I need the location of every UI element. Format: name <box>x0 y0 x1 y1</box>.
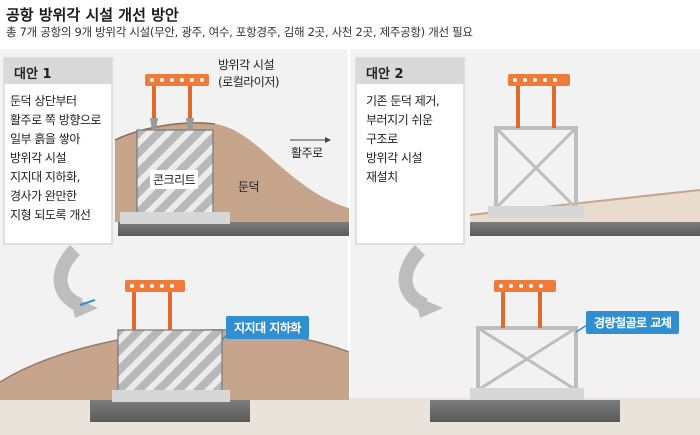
option1-description: 둔덕 상단부터 활주로 쪽 방향으로 일부 흙을 쌓아 방위각 시설 지지대 지… <box>10 92 101 225</box>
mound-label: 둔덕 <box>238 180 260 194</box>
option1-desc-line: 둔덕 상단부터 <box>10 94 77 108</box>
option2-desc-line: 재설치 <box>366 170 398 184</box>
option1-tag: 대안 1 <box>14 67 52 82</box>
option2-desc-line: 구조로 <box>366 132 398 146</box>
option2-top-scene <box>469 74 700 236</box>
option2-callout: 경량철골로 교체 <box>586 311 680 334</box>
option1-desc-line: 지지대 지하화, <box>10 170 80 184</box>
facility-label-line: (로컬라이저) <box>218 75 280 89</box>
concrete-label: 콘크리트 <box>150 170 199 189</box>
option1-text-box <box>3 57 113 245</box>
localizer-antenna-array-option2 <box>508 74 570 86</box>
option1-desc-line: 일부 흙을 쌓아 <box>10 132 80 146</box>
option1-desc-line: 지형 되도록 개선 <box>10 208 91 222</box>
ground-slab <box>118 222 349 236</box>
ground-slab-bottom <box>90 400 250 422</box>
option2-desc-line: 부러지기 쉬운 <box>366 113 433 127</box>
option2-tag: 대안 2 <box>366 67 404 82</box>
runway-label: 활주로 <box>291 146 323 160</box>
localizer-antenna-array <box>145 74 209 86</box>
option2-desc-line: 방위각 시설 <box>366 151 423 165</box>
concrete-block-buried <box>117 329 223 394</box>
footing <box>120 212 230 224</box>
localizer-leg-right <box>188 86 192 130</box>
option1-desc-line: 활주로 쪽 방향으로 <box>10 113 101 127</box>
localizer-leg-left <box>152 86 156 130</box>
option1-callout: 지지대 지하화 <box>226 316 309 339</box>
option1-desc-line: 방위각 시설 <box>10 151 67 165</box>
option2-text-box <box>355 57 465 245</box>
facility-label-line: 방위각 시설 <box>218 58 275 72</box>
option2-description: 기존 둔덕 제거, 부러지기 쉬운 구조로 방위각 시설 재설치 <box>366 92 440 187</box>
page-subtitle: 총 7개 공항의 9개 방위각 시설(무안, 광주, 여수, 포항경주, 김해 … <box>6 25 473 39</box>
option1-bottom-scene <box>0 280 350 435</box>
page-title: 공항 방위각 시설 개선 방안 <box>6 6 179 24</box>
option2-bottom-scene <box>349 280 700 435</box>
option2-desc-line: 기존 둔덕 제거, <box>366 94 440 108</box>
option1-desc-line: 경사가 완만한 <box>10 189 77 203</box>
facility-label: 방위각 시설 (로컬라이저) <box>218 57 280 91</box>
localizer-antenna-array-bottom <box>125 280 185 292</box>
